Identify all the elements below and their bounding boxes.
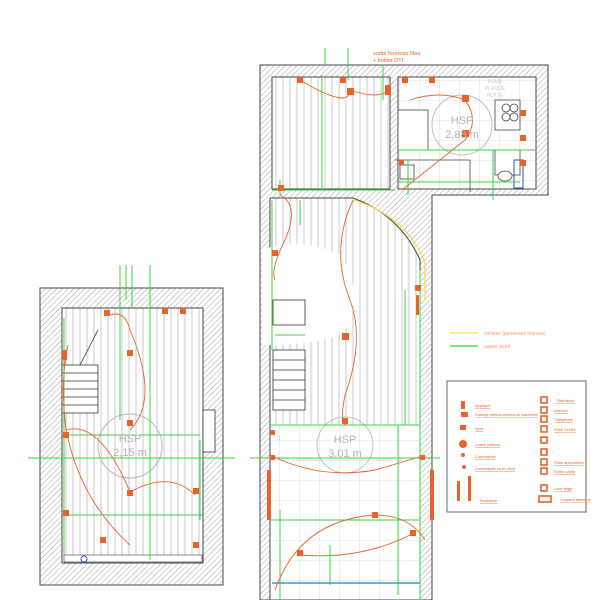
legend-tv: Télévision	[556, 398, 574, 403]
cimaise-legend-label: cimaise (panneaux muraux)	[484, 331, 546, 337]
kitchen-label-hotte: HOTTE	[487, 93, 505, 99]
legend-ceiling-light: Lustre plafond	[475, 442, 500, 447]
legend-switch: Commande	[475, 454, 496, 459]
exterior-light-icon	[461, 412, 468, 417]
legend-socket: Prise 2x16A	[554, 427, 576, 432]
switch-icon	[461, 453, 465, 457]
fiber-note-line1: sortie fourreau fibre	[373, 51, 421, 57]
left-staircase	[61, 329, 99, 414]
legend-applique: Applique	[475, 403, 491, 408]
kitchen-fixtures	[395, 99, 521, 192]
washing-machine-icon	[540, 484, 548, 492]
main-hsp-label: HSP	[334, 434, 357, 446]
meter-icon	[538, 495, 552, 503]
left-water-point	[80, 555, 88, 563]
two-way-switch-icon	[462, 465, 466, 469]
ceiling-light-icon	[459, 440, 467, 448]
kitchen-hsp-label: HSP	[451, 115, 474, 127]
upper-living-floor	[271, 76, 391, 190]
applique-icon	[461, 401, 465, 409]
symbol-legend: Applique Eclairage extérieur détecteur d…	[446, 380, 591, 513]
wallpaper-legend-label: papier peint	[484, 344, 511, 350]
phone-socket-icon	[540, 415, 548, 423]
legend-special-socket: Prise spécialisée	[554, 460, 585, 465]
legend-phone: Téléphone	[554, 417, 574, 422]
left-hsp-height: 2,15 m	[113, 447, 147, 459]
internet-socket-icon	[540, 406, 548, 414]
right-wiring	[269, 79, 473, 591]
socket-icon	[540, 425, 548, 433]
left-hsp-circle	[97, 413, 163, 479]
legend-radiator: Radiateur	[480, 498, 498, 503]
socket-32a-icon	[540, 448, 548, 456]
radiator-icon-2	[468, 476, 471, 501]
left-floor-plan: HSP 2,15 m	[28, 265, 235, 586]
socket-plain-icon	[540, 436, 548, 444]
shower-tray	[513, 159, 524, 189]
legend-washing-machine: Lave linge	[554, 486, 573, 491]
right-staircase	[272, 299, 306, 411]
kitchen-label-four: FOUR	[488, 79, 503, 85]
right-electrical-symbols	[267, 77, 526, 556]
legend-exterior-light: Eclairage extérieur détecteur de mouveme…	[475, 413, 538, 417]
left-electrical-symbols	[62, 308, 199, 548]
main-hsp-height: 3,01 m	[328, 448, 362, 460]
legend-spot: Spot	[475, 426, 484, 431]
left-bottom-strip	[63, 554, 203, 563]
spot-icon	[460, 425, 466, 430]
legend-two-way-switch: Commande va et vient	[475, 466, 516, 471]
kitchen-hsp-height: 2,88 m	[445, 129, 479, 141]
right-floor-plan: FOUR PLAQUE HOTTE	[250, 48, 549, 600]
lower-tiled-floor	[269, 424, 421, 600]
legend-cable-outlet: Sortie câble	[554, 469, 576, 474]
stair-cutout	[262, 243, 354, 345]
cable-outlet-icon	[540, 467, 548, 475]
left-window	[202, 409, 216, 453]
line-legend: cimaise (panneaux muraux) papier peint	[450, 331, 546, 350]
kitchen-label-plaque: PLAQUE	[485, 86, 506, 92]
left-hsp-label: HSP	[119, 433, 142, 445]
cimaise-line	[352, 199, 426, 300]
fiber-note-line2: + boitier DTI	[373, 58, 404, 64]
special-socket-icon	[540, 458, 548, 466]
legend-meter: Compteur électrique	[560, 498, 591, 502]
tv-socket-icon	[540, 396, 548, 404]
radiator-icon	[457, 481, 460, 501]
left-wiring	[62, 313, 196, 546]
legend-internet: Internet	[554, 408, 568, 413]
